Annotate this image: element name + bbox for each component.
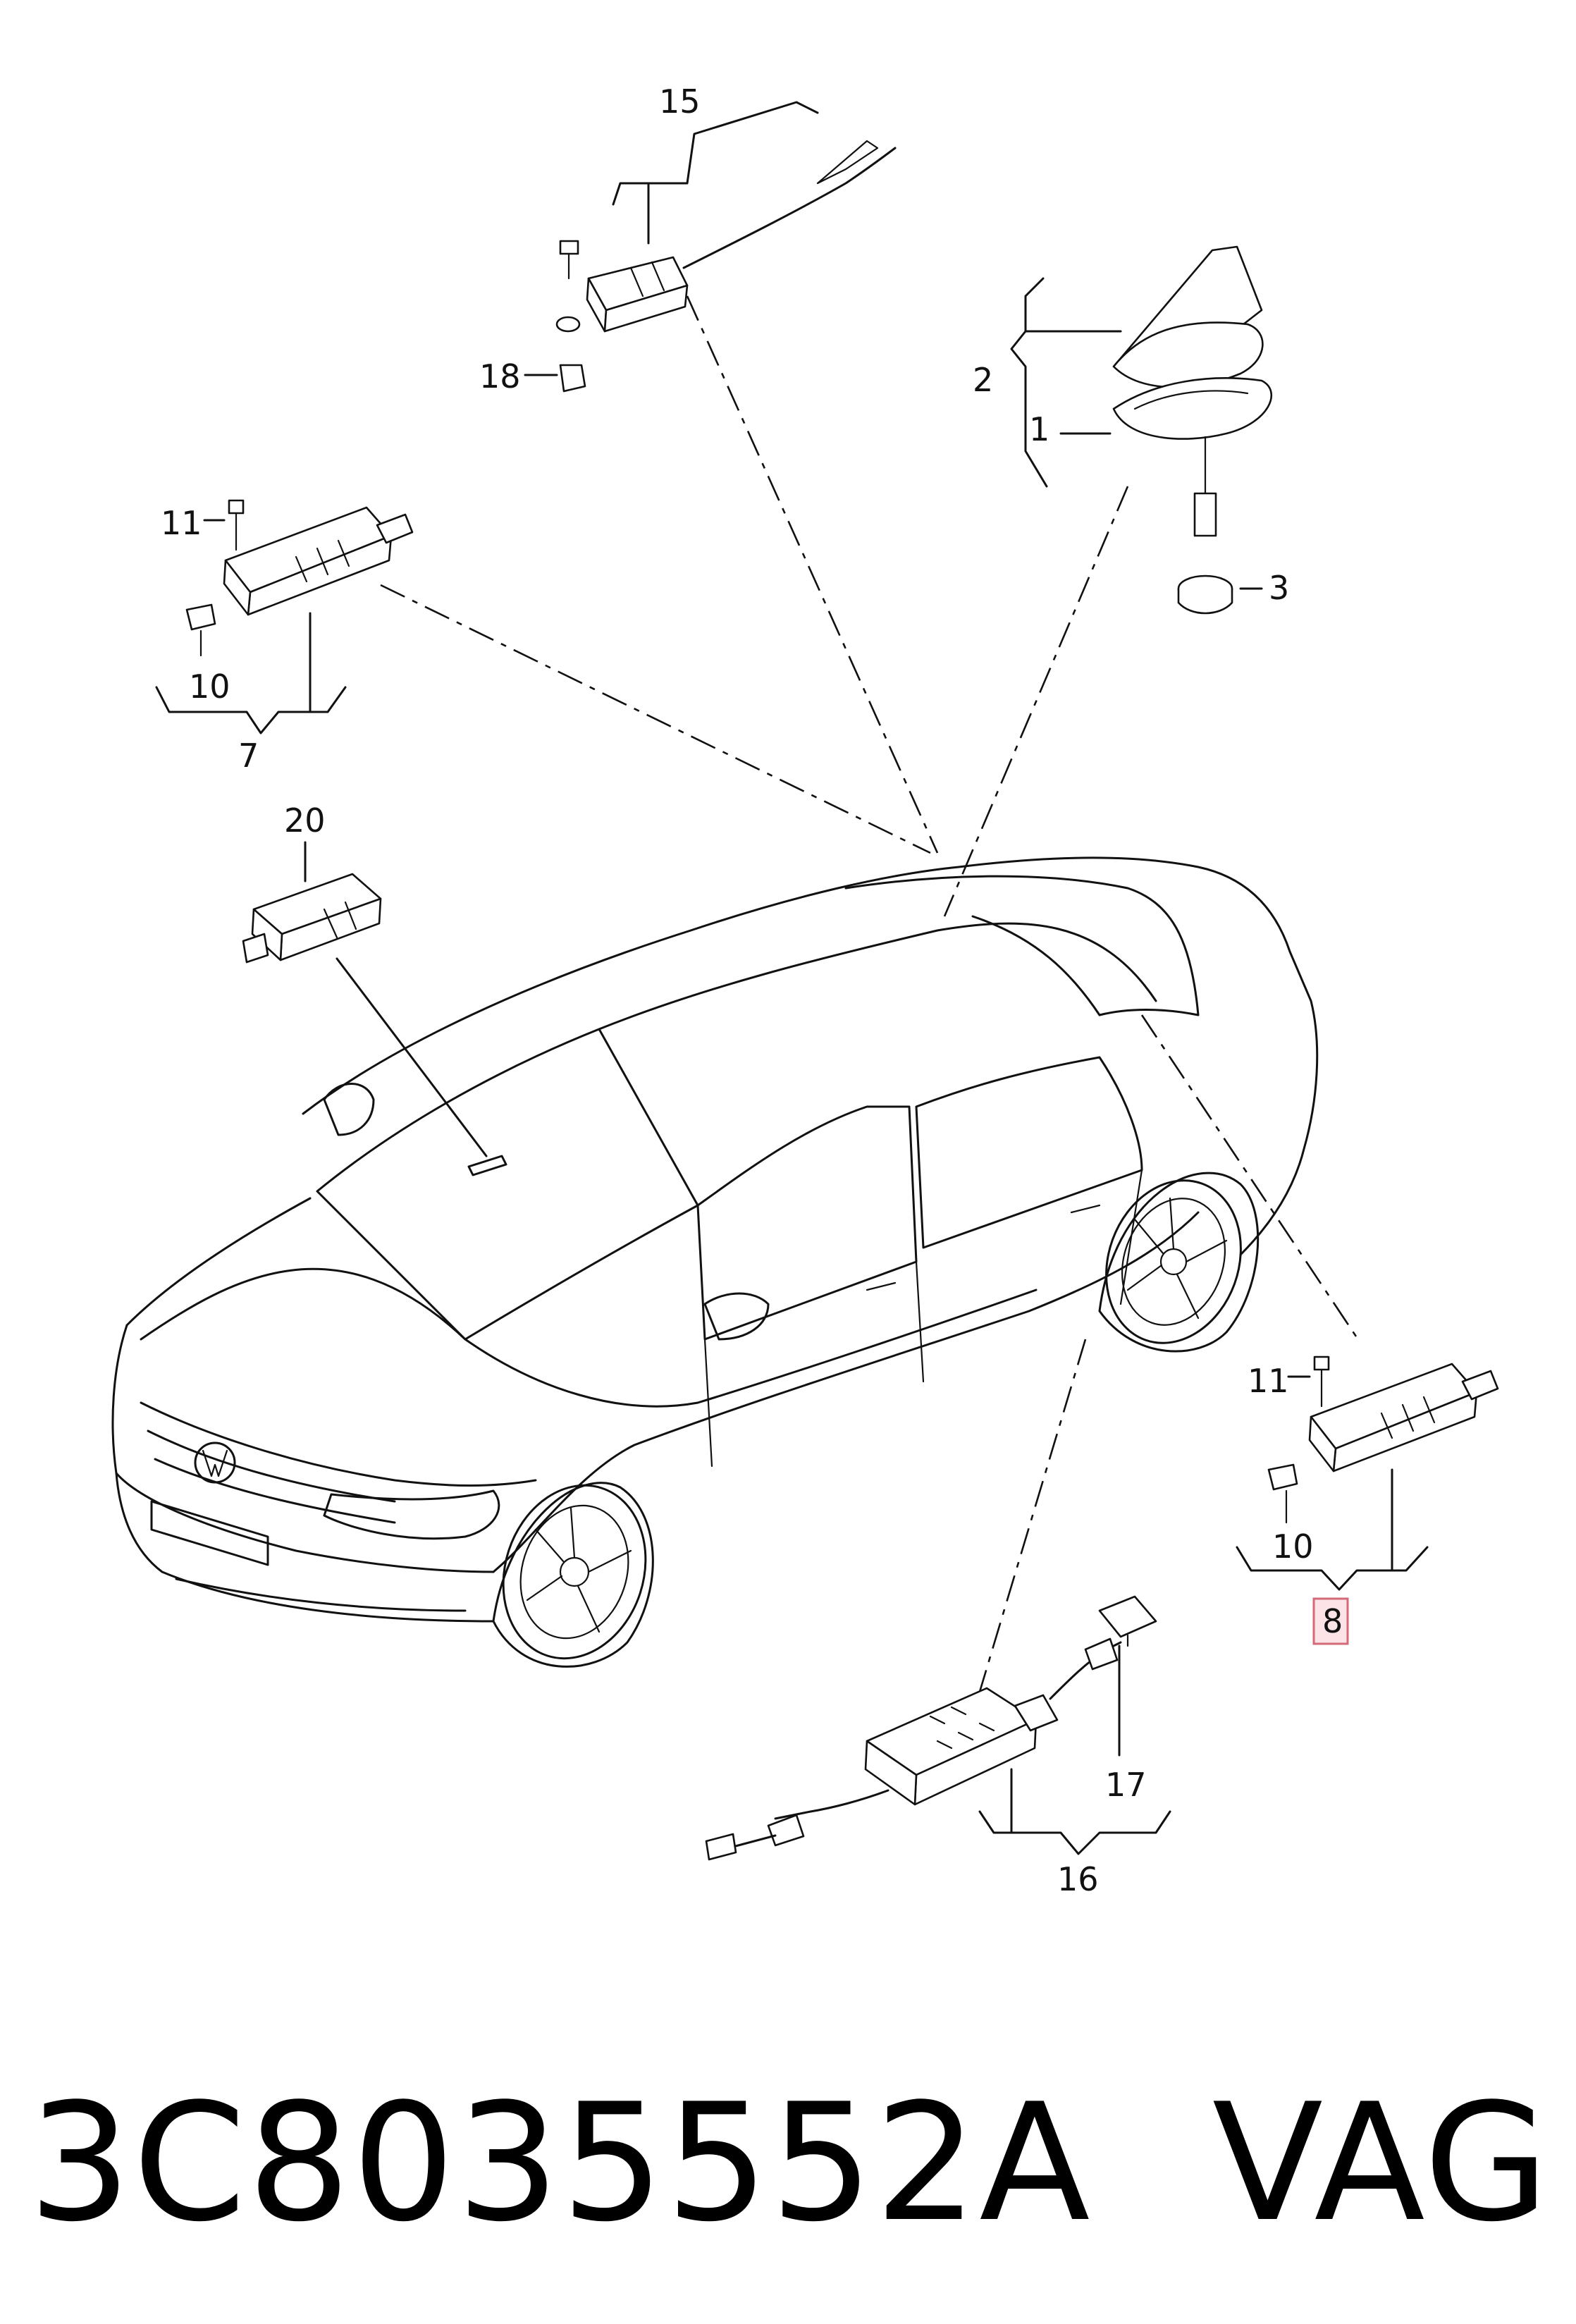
callout-10-right: 10 xyxy=(1272,1527,1314,1566)
callout-15: 15 xyxy=(659,82,701,121)
callout-18: 18 xyxy=(479,357,521,395)
parts-16-17-control-unit-cable xyxy=(705,1595,1171,1861)
part-number: 3C8035552A xyxy=(28,2070,1092,2258)
callout-2: 2 xyxy=(973,361,993,399)
brand-label: VAG xyxy=(1212,2070,1551,2258)
part-20-sensor-module xyxy=(242,841,488,1157)
dash-dot-leaders xyxy=(380,295,1362,1692)
callout-8: 8 xyxy=(1322,1602,1343,1640)
callout-17: 17 xyxy=(1105,1766,1147,1804)
car-outline xyxy=(111,856,1319,1668)
callout-11-right: 11 xyxy=(1248,1362,1289,1400)
callout-7: 7 xyxy=(238,737,259,775)
callout-20: 20 xyxy=(284,801,326,840)
callout-11-left: 11 xyxy=(161,504,202,542)
footer-caption: 3C8035552A VAG xyxy=(28,2058,1551,2270)
part-15-antenna-cable-module xyxy=(524,101,897,393)
callout-3: 3 xyxy=(1269,569,1289,607)
part-7-amplifier-module-left xyxy=(155,499,414,734)
parts-1-2-3-roof-antenna xyxy=(1010,245,1273,615)
callout-1: 1 xyxy=(1029,410,1049,448)
callout-10-left: 10 xyxy=(189,668,230,706)
part-8-amplifier-module-right xyxy=(1236,1355,1499,1591)
callout-16: 16 xyxy=(1057,1860,1099,1898)
highlight-box-8 xyxy=(1312,1597,1349,1645)
